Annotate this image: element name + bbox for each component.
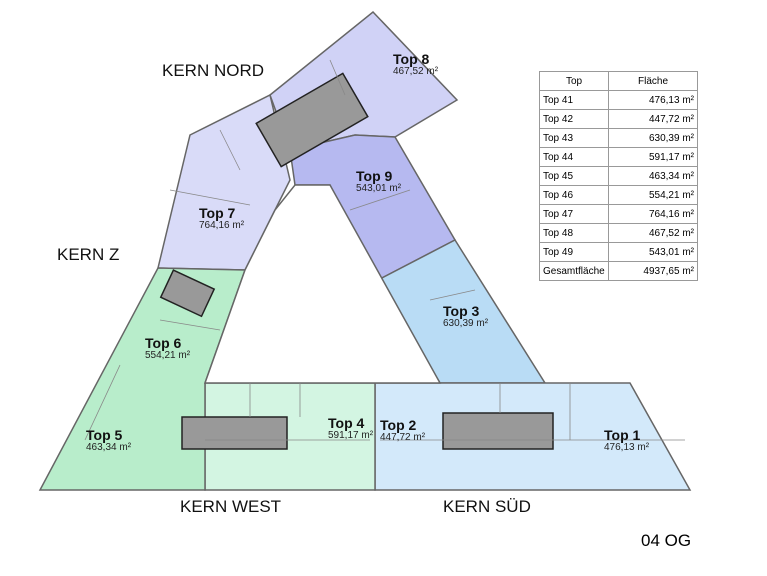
cores <box>159 72 554 450</box>
cell: Top 41 <box>539 90 609 110</box>
cell: 467,52 m² <box>608 223 698 243</box>
unit-name: Top 6 <box>145 335 182 351</box>
cell: Top 46 <box>539 185 609 205</box>
cell: Top 42 <box>539 109 609 129</box>
cell: Top 44 <box>539 147 609 167</box>
cell: Top 45 <box>539 166 609 186</box>
cell: 543,01 m² <box>608 242 698 262</box>
cell: 447,72 m² <box>608 109 698 129</box>
cell: Top 49 <box>539 242 609 262</box>
cell: 4937,65 m² <box>608 261 698 281</box>
unit-name: Top 7 <box>199 205 236 221</box>
unit-area: 591,17 m² <box>328 429 374 441</box>
unit-area: 447,72 m² <box>380 431 426 443</box>
unit-area: 467,52 m² <box>393 65 439 77</box>
unit-area: 476,13 m² <box>604 441 650 453</box>
unit-name: Top 3 <box>443 303 480 319</box>
unit-area: 764,16 m² <box>199 219 245 231</box>
cell: Top 48 <box>539 223 609 243</box>
core-label-nord: KERN NORD <box>162 61 265 80</box>
unit-name: Top 2 <box>380 417 417 433</box>
core-sued <box>442 412 554 450</box>
core-nord <box>255 72 369 168</box>
cell: 463,34 m² <box>608 166 698 186</box>
core-label-sued: KERN SÜD <box>443 497 531 516</box>
unit-name: Top 8 <box>393 51 430 67</box>
cell: Top 43 <box>539 128 609 148</box>
cell: Top 47 <box>539 204 609 224</box>
unit-area: 463,34 m² <box>86 441 132 453</box>
unit-name: Top 9 <box>356 168 393 184</box>
core-label-west: KERN WEST <box>180 497 282 516</box>
col-header-top: Top <box>539 71 609 91</box>
cell: Gesamtfläche <box>539 261 609 281</box>
col-header-area: Fläche <box>608 71 698 91</box>
unit-area: 554,21 m² <box>145 349 191 361</box>
floor-label: 04 OG <box>641 531 692 550</box>
unit-name: Top 4 <box>328 415 365 431</box>
core-west <box>181 416 288 450</box>
core-z <box>159 269 216 318</box>
unit-name: Top 5 <box>86 427 123 443</box>
unit-area: 543,01 m² <box>356 182 402 194</box>
room-partitions <box>84 59 685 441</box>
cell: 554,21 m² <box>608 185 698 205</box>
cell: 591,17 m² <box>608 147 698 167</box>
core-label-z: KERN Z <box>57 245 120 264</box>
cell: 476,13 m² <box>608 90 698 110</box>
courtyard <box>203 184 442 384</box>
cell: 764,16 m² <box>608 204 698 224</box>
unit-area: 630,39 m² <box>443 317 489 329</box>
unit-name: Top 1 <box>604 427 641 443</box>
cell: 630,39 m² <box>608 128 698 148</box>
